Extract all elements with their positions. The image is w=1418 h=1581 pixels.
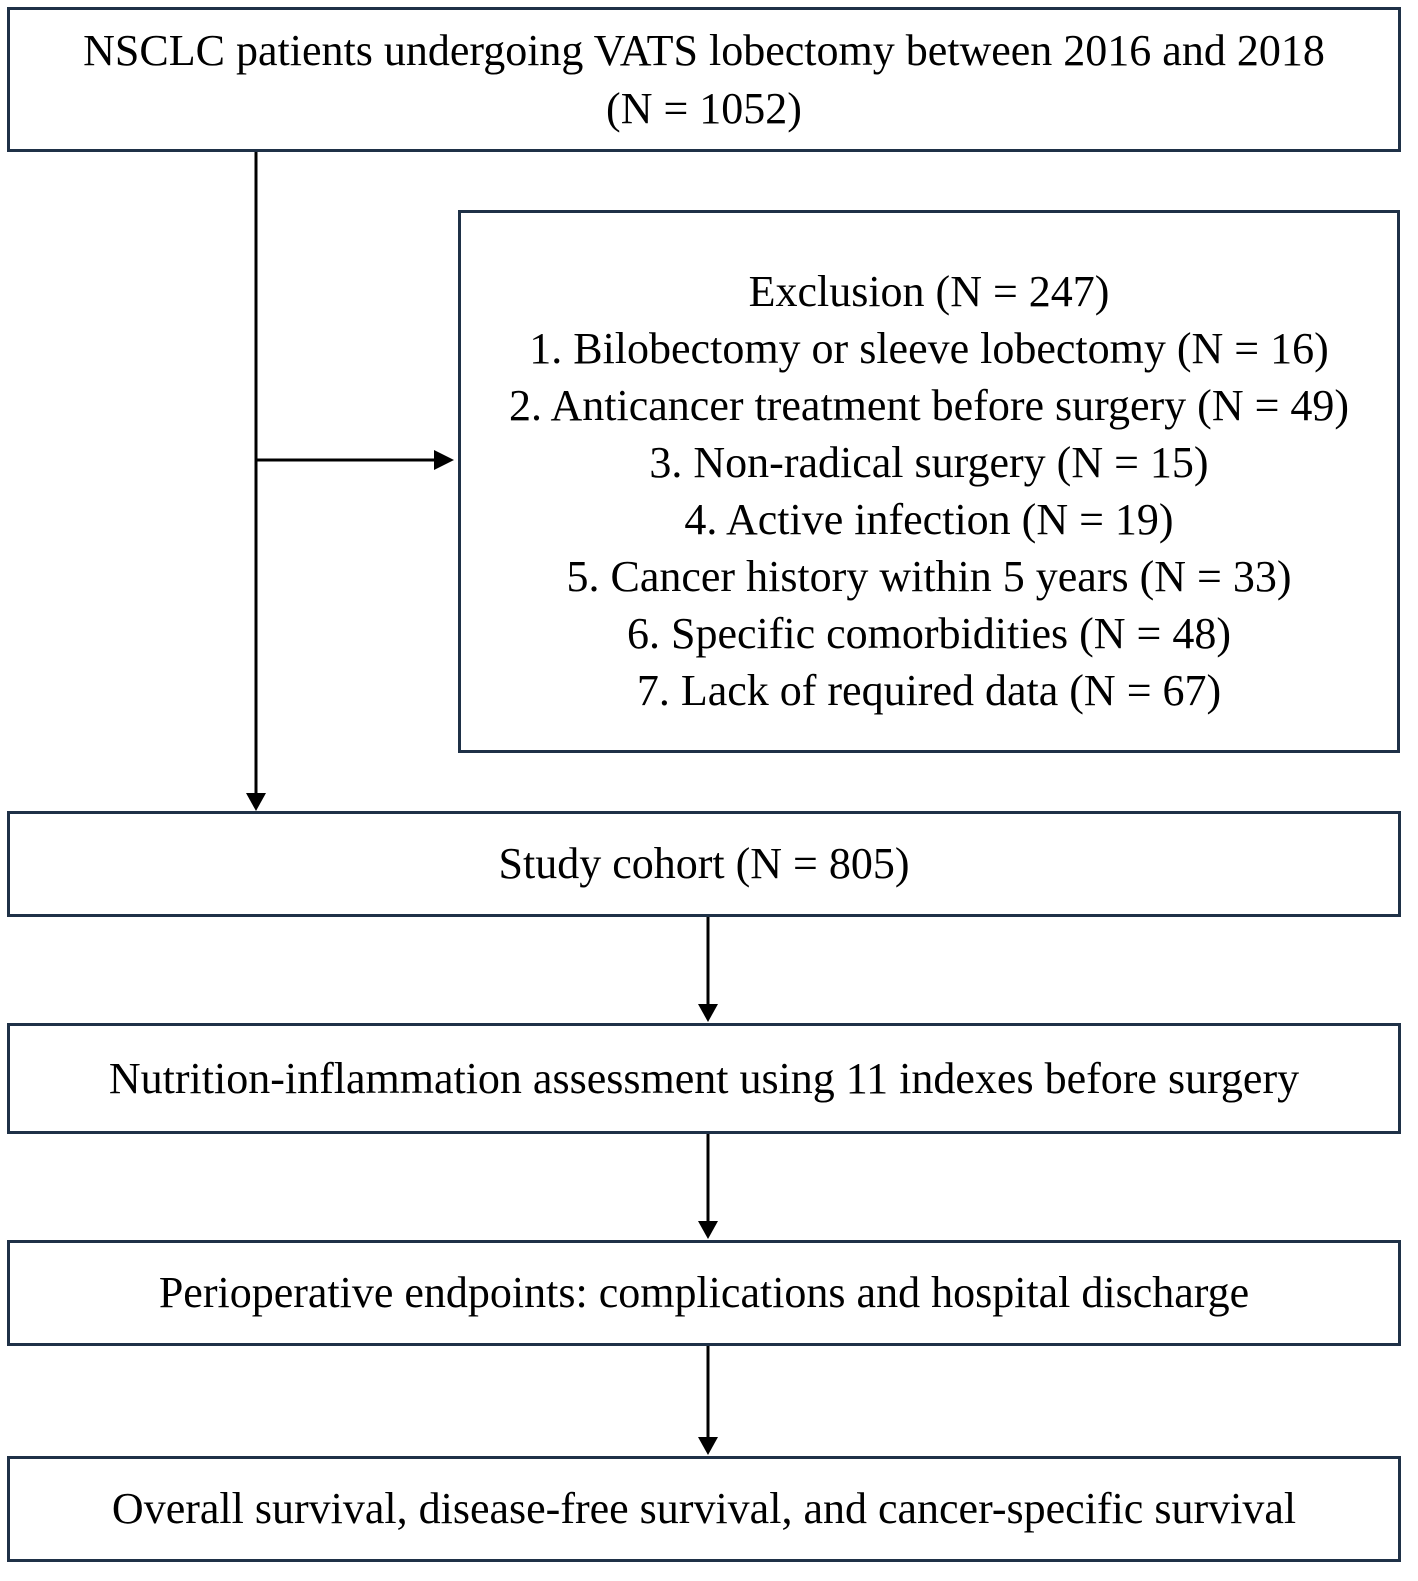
exclusion-item: 2. Anticancer treatment before surgery (… (508, 381, 1350, 430)
exclusion-title: Exclusion (N = 247) (748, 267, 1110, 316)
survival-endpoints-box: Overall survival, disease-free survival,… (7, 1456, 1401, 1562)
exclusion-item: 5. Cancer history within 5 years (N = 33… (566, 552, 1292, 601)
exclusion-item: 3. Non-radical surgery (N = 15) (649, 438, 1209, 487)
assessment-box: Nutrition-inflammation assessment using … (7, 1023, 1401, 1134)
exclusion-box: Exclusion (N = 247) 1. Bilobectomy or sl… (458, 210, 1400, 753)
study-cohort-box: Study cohort (N = 805) (7, 811, 1401, 917)
exclusion-item: 6. Specific comorbidities (N = 48) (626, 609, 1231, 658)
exclusion-item: 7. Lack of required data (N = 67) (636, 666, 1222, 715)
study-cohort-text: Study cohort (N = 805) (498, 839, 910, 888)
arrowhead-cohort (246, 793, 266, 811)
perioperative-endpoints-text: Perioperative endpoints: complications a… (158, 1268, 1250, 1317)
assessment-text: Nutrition-inflammation assessment using … (108, 1053, 1300, 1103)
perioperative-endpoints-box: Perioperative endpoints: complications a… (7, 1240, 1401, 1346)
survival-endpoints-text: Overall survival, disease-free survival,… (111, 1484, 1297, 1533)
exclusion-item: 1. Bilobectomy or sleeve lobectomy (N = … (529, 324, 1329, 373)
arrowhead-survival (698, 1437, 718, 1455)
arrowhead-perioperative (698, 1221, 718, 1239)
enrolled-patients-count: (N = 1052) (606, 83, 802, 133)
exclusion-item: 4. Active infection (N = 19) (684, 495, 1174, 544)
enrolled-patients-text: NSCLC patients undergoing VATS lobectomy… (83, 25, 1325, 75)
arrowhead-exclusion (434, 450, 454, 470)
arrowhead-assessment (698, 1004, 718, 1022)
enrolled-patients-box: NSCLC patients undergoing VATS lobectomy… (7, 7, 1401, 152)
